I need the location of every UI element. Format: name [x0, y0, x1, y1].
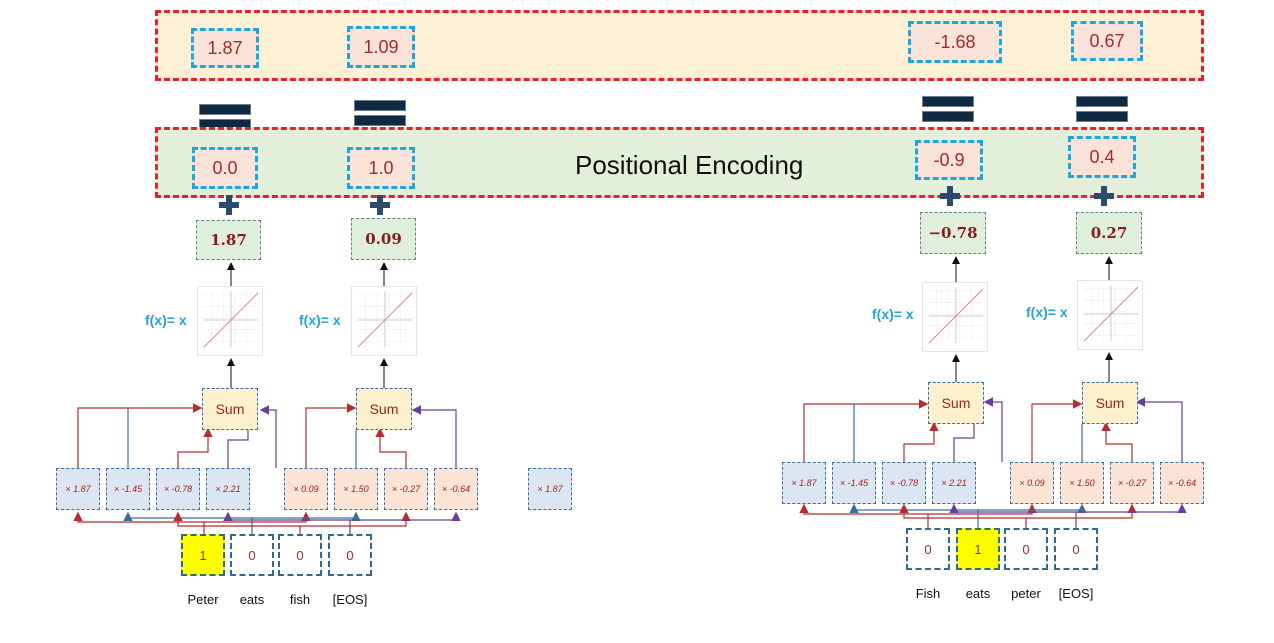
- pe-value-box: 1.0: [347, 147, 415, 189]
- plus-icon: [940, 186, 960, 206]
- input-box: 0: [328, 534, 372, 576]
- weight-box: × 0.09: [1010, 462, 1054, 504]
- activation-label: f(x)= x: [1026, 304, 1068, 320]
- plus-icon: [1094, 186, 1114, 206]
- weight-box: × 0.09: [284, 468, 328, 510]
- equals-icon: [1076, 96, 1128, 107]
- weight-box: × -0.64: [434, 468, 478, 510]
- token-word: [EOS]: [1058, 586, 1094, 601]
- weight-box: × -0.64: [1160, 462, 1204, 504]
- token-word: [EOS]: [332, 592, 368, 607]
- pe-value-box: 0.0: [192, 147, 258, 189]
- token-word: eats: [965, 586, 991, 601]
- input-box: 0: [1004, 528, 1048, 570]
- weight-box: × -1.45: [106, 468, 150, 510]
- identity-plot: [1077, 280, 1143, 350]
- input-box: 1: [956, 528, 1000, 570]
- pe-value-box: 0.4: [1068, 136, 1136, 178]
- weight-box: × 2.21: [932, 462, 976, 504]
- token-word: peter: [1011, 586, 1041, 601]
- weight-box: × -0.78: [156, 468, 200, 510]
- embedding-result-box: 0.27: [1076, 212, 1142, 254]
- input-box: 1: [181, 534, 225, 576]
- sum-box: Sum: [1082, 382, 1138, 424]
- embedding-result-box: 0.09: [351, 218, 416, 260]
- token-word: Fish: [915, 586, 941, 601]
- positional-encoding-band: [155, 127, 1204, 198]
- sum-box: Sum: [928, 382, 984, 424]
- input-box: 0: [230, 534, 274, 576]
- plus-icon: [219, 195, 239, 215]
- token-word: eats: [239, 592, 265, 607]
- weight-box: × 1.87: [528, 468, 572, 510]
- weight-box: × 1.87: [782, 462, 826, 504]
- equals-icon: [354, 115, 406, 126]
- input-box: 0: [278, 534, 322, 576]
- identity-plot: [197, 286, 263, 356]
- input-box: 0: [906, 528, 950, 570]
- weight-box: × -0.78: [882, 462, 926, 504]
- embedding-result-box: 1.87: [196, 220, 261, 260]
- identity-plot: [922, 282, 988, 352]
- equals-icon: [199, 104, 251, 115]
- output-value-box: 1.09: [347, 26, 415, 68]
- equals-icon: [1076, 111, 1128, 122]
- sum-box: Sum: [356, 388, 412, 430]
- plus-icon: [370, 195, 390, 215]
- weight-box: × 1.50: [334, 468, 378, 510]
- token-word: Peter: [187, 592, 219, 607]
- output-band: [155, 10, 1204, 81]
- activation-label: f(x)= x: [145, 312, 187, 328]
- weight-box: × -0.27: [1110, 462, 1154, 504]
- token-word: fish: [289, 592, 311, 607]
- output-value-box: 1.87: [191, 28, 259, 68]
- equals-icon: [922, 111, 974, 122]
- weight-box: × -0.27: [384, 468, 428, 510]
- weight-box: × 2.21: [206, 468, 250, 510]
- embedding-result-box: −0.78: [920, 212, 986, 254]
- sum-box: Sum: [202, 388, 258, 430]
- weight-box: × -1.45: [832, 462, 876, 504]
- equals-icon: [922, 96, 974, 107]
- activation-label: f(x)= x: [299, 312, 341, 328]
- weight-box: × 1.87: [56, 468, 100, 510]
- weight-box: × 1.50: [1060, 462, 1104, 504]
- positional-encoding-label: Positional Encoding: [575, 150, 804, 180]
- output-value-box: 0.67: [1071, 21, 1143, 61]
- equals-icon: [354, 100, 406, 111]
- identity-plot: [351, 286, 417, 356]
- activation-label: f(x)= x: [872, 306, 914, 322]
- input-box: 0: [1054, 528, 1098, 570]
- output-value-box: -1.68: [908, 21, 1002, 63]
- pe-value-box: -0.9: [915, 140, 983, 180]
